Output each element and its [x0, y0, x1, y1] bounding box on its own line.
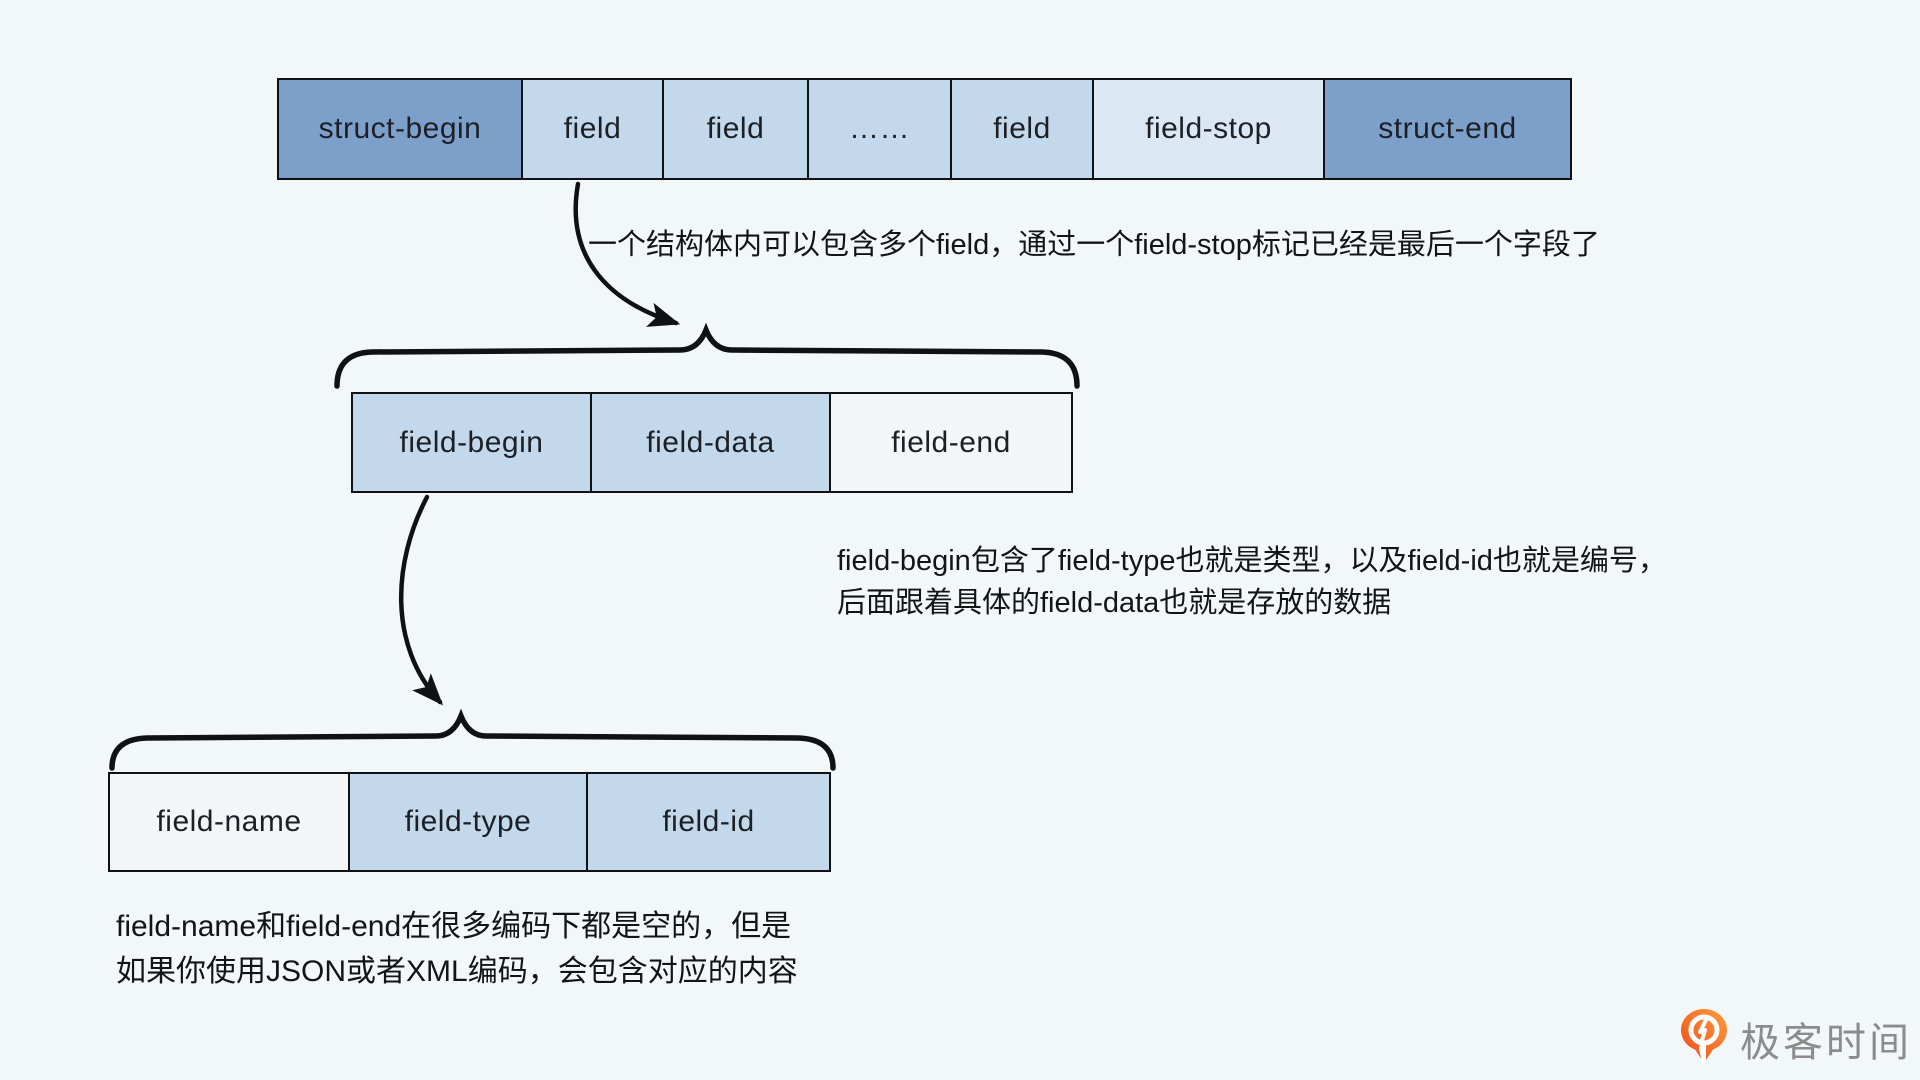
note-empty-fields-line2: 如果你使用JSON或者XML编码，会包含对应的内容: [116, 955, 798, 988]
arrow-field-begin-to-encoding: [399, 494, 444, 706]
cell-field-3: field: [950, 78, 1094, 180]
cell-field-end: field-end: [829, 392, 1073, 493]
cell-field-id: field-id: [586, 772, 831, 872]
brace-field-encoding: [334, 322, 1080, 389]
geektime-logo-icon: [1681, 1009, 1727, 1065]
cell-field-begin: field-begin: [351, 392, 592, 493]
note-empty-fields-line1: field-name和field-end在很多编码下都是空的，但是: [116, 910, 792, 943]
note-empty-fields: field-name和field-end在很多编码下都是空的，但是 如果你使用J…: [116, 904, 798, 994]
geektime-logo-text: 极客时间: [1740, 1021, 1912, 1065]
cell-ellipsis: ……: [806, 78, 953, 180]
cell-field-name: field-name: [108, 772, 350, 872]
field-begin-encoding-row: field-name field-type field-id: [108, 772, 831, 872]
geektime-logo: 极客时间: [1680, 1008, 1912, 1070]
cell-field-data: field-data: [589, 392, 832, 493]
cell-field-1: field: [520, 78, 665, 180]
brace-field-begin-encoding: [109, 708, 836, 771]
cell-field-type: field-type: [347, 772, 589, 872]
field-encoding-row: field-begin field-data field-end: [351, 392, 1073, 493]
cell-struct-end: struct-end: [1323, 78, 1572, 180]
logo-bolt: [1698, 1016, 1709, 1065]
note-field-begin-line2: 后面跟着具体的field-data也就是存放的数据: [837, 587, 1392, 619]
note-field-begin-contents: field-begin包含了field-type也就是类型，以及field-id…: [837, 540, 1667, 624]
cell-field-stop: field-stop: [1091, 78, 1326, 180]
struct-encoding-row: struct-begin field field …… field field-…: [277, 78, 1572, 180]
cell-struct-begin: struct-begin: [277, 78, 523, 180]
note-struct-fields: 一个结构体内可以包含多个field，通过一个field-stop标记已经是最后一…: [588, 229, 1600, 261]
cell-field-2: field: [662, 78, 809, 180]
note-field-begin-line1: field-begin包含了field-type也就是类型，以及field-id…: [837, 545, 1667, 577]
